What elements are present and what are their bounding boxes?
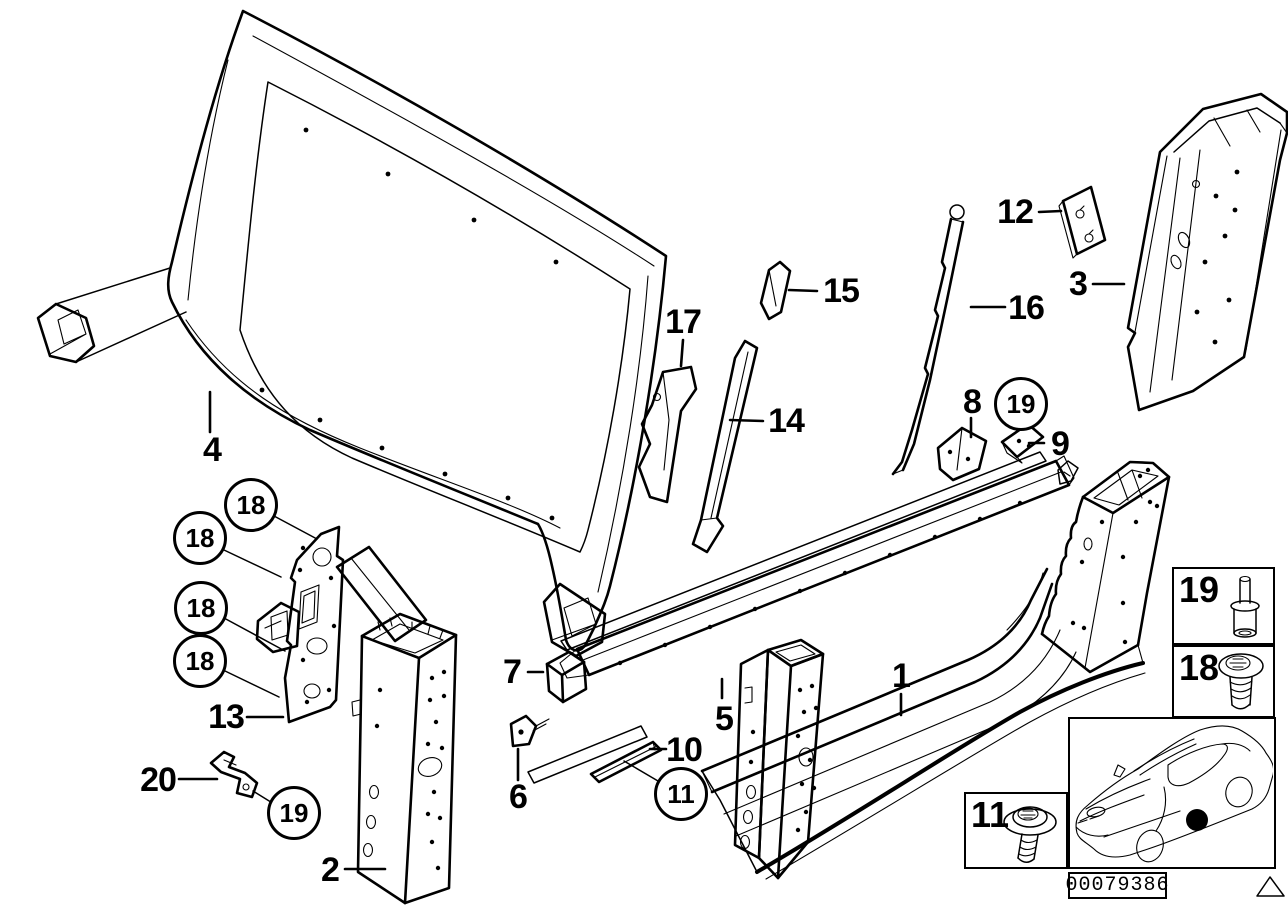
part-20-clip-drawing bbox=[209, 750, 259, 799]
part-3-side-panel-drawing bbox=[1126, 92, 1288, 412]
callout-3[interactable]: 3 bbox=[1069, 265, 1088, 303]
part-17-gusset-drawing bbox=[637, 365, 698, 504]
callout-9[interactable]: 9 bbox=[1051, 425, 1070, 463]
circled-callout-18-3[interactable]: 18 bbox=[174, 581, 228, 635]
location-marker-dot bbox=[1186, 809, 1208, 831]
circled-callout-18-2[interactable]: 18 bbox=[173, 511, 227, 565]
callout-6[interactable]: 6 bbox=[509, 778, 528, 816]
part-1-rocker-panel-drawing bbox=[700, 460, 1171, 880]
callout-5[interactable]: 5 bbox=[715, 700, 734, 738]
circled-callout-19-upper[interactable]: 19 bbox=[994, 377, 1048, 431]
image-number-plate: 00079386 bbox=[1065, 872, 1170, 899]
part-8-bracket-drawing bbox=[936, 426, 988, 482]
car-thumbnail-drawing bbox=[1075, 725, 1273, 863]
callout-10[interactable]: 10 bbox=[666, 731, 703, 769]
callout-14[interactable]: 14 bbox=[768, 402, 805, 440]
part-6-clip-drawing bbox=[509, 714, 550, 748]
callout-1[interactable]: 1 bbox=[892, 657, 911, 695]
callout-4[interactable]: 4 bbox=[203, 431, 222, 469]
part-14-pillar-strip-drawing bbox=[691, 339, 759, 554]
callout-16[interactable]: 16 bbox=[1008, 289, 1045, 327]
callout-leader-lines bbox=[177, 209, 1126, 871]
part-2-pillar-column-drawing bbox=[335, 545, 458, 905]
callout-20[interactable]: 20 bbox=[140, 761, 177, 799]
callout-17[interactable]: 17 bbox=[665, 303, 702, 341]
circled-callout-18-4[interactable]: 18 bbox=[173, 634, 227, 688]
fastener-legend-box-19[interactable]: 19 bbox=[1172, 567, 1275, 645]
circled-callout-18-1[interactable]: 18 bbox=[224, 478, 278, 532]
fastener-legend-box-18[interactable]: 18 bbox=[1172, 645, 1275, 718]
inner-sill-rail-drawing bbox=[527, 451, 1075, 784]
callout-15[interactable]: 15 bbox=[823, 272, 860, 310]
callout-12[interactable]: 12 bbox=[997, 193, 1034, 231]
legend-label-11: 11 bbox=[971, 794, 1010, 835]
legend-label-18: 18 bbox=[1179, 647, 1220, 688]
callout-8[interactable]: 8 bbox=[963, 383, 982, 421]
part-13-mounting-plate-drawing bbox=[255, 525, 345, 724]
circled-callout-19-lower[interactable]: 19 bbox=[267, 786, 321, 840]
triangle-mark-icon bbox=[1256, 876, 1285, 897]
fastener-legend-box-11[interactable]: 11 bbox=[964, 792, 1068, 869]
callout-2[interactable]: 2 bbox=[321, 851, 340, 889]
part-16-pillar-strip-drawing bbox=[891, 204, 965, 476]
part-15-filler-drawing bbox=[759, 260, 792, 321]
washer-screw-icon bbox=[1003, 806, 1057, 863]
rivet-icon bbox=[1230, 575, 1260, 638]
callout-7[interactable]: 7 bbox=[503, 653, 522, 691]
circled-callout-11[interactable]: 11 bbox=[654, 767, 708, 821]
callout-13[interactable]: 13 bbox=[208, 698, 245, 736]
part-12-anchor-plate-drawing bbox=[1058, 185, 1107, 259]
torx-screw-icon bbox=[1218, 653, 1264, 710]
car-location-box bbox=[1068, 717, 1276, 869]
legend-label-19: 19 bbox=[1179, 569, 1220, 610]
